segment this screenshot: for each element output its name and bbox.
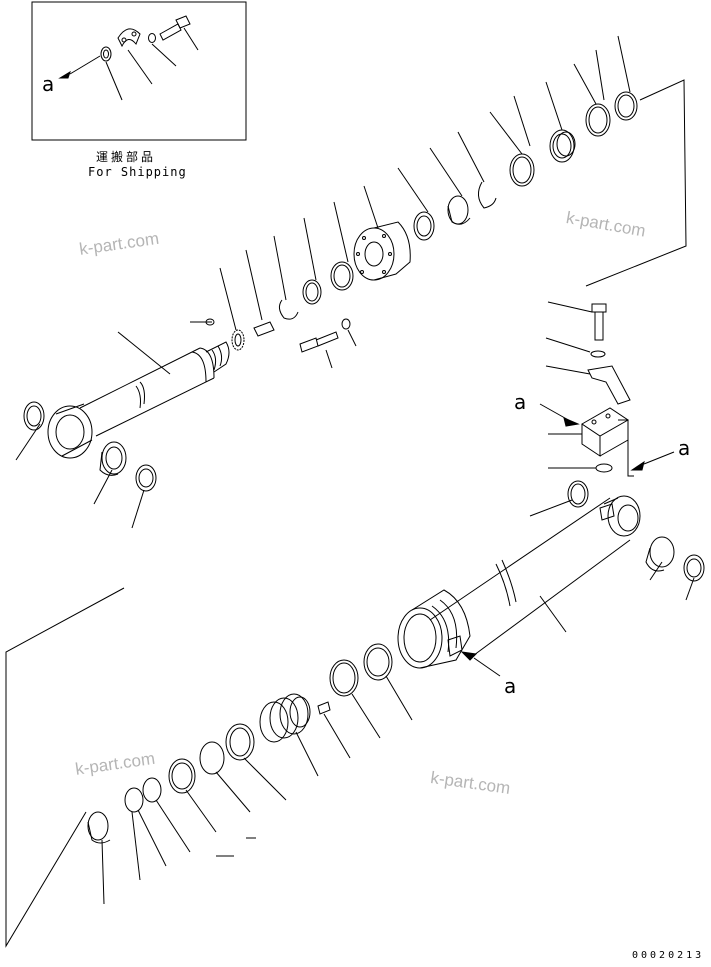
callout-arrow-flange (460, 651, 478, 661)
bracket (587, 365, 631, 405)
wear-ring-2 (168, 758, 196, 794)
rod-dust-seal (135, 464, 157, 492)
shipping-inset (31, 1, 247, 141)
tube-dust-seal (683, 554, 705, 582)
piston-seal (225, 723, 255, 761)
lock-washer (231, 329, 245, 351)
head-seal-1 (413, 211, 435, 241)
cylinder-head (353, 221, 411, 281)
buffer-seal (549, 129, 576, 163)
tube-bushing (645, 536, 675, 572)
cylinder-tube (429, 495, 641, 659)
connector-line-lower (5, 587, 125, 948)
head-seal-2 (509, 153, 535, 187)
callout-line-block (539, 403, 573, 423)
tube-flange (397, 589, 471, 669)
piston-rod (79, 341, 230, 437)
callout-a-block: a (514, 390, 527, 414)
inset-ring-part (100, 46, 112, 62)
inset-leader-lines (69, 27, 199, 101)
inset-arrow (58, 70, 71, 79)
callout-a-flange: a (504, 674, 517, 698)
tube-leader-lines (539, 561, 695, 633)
piston (259, 693, 311, 743)
cushion-ring-1 (142, 777, 162, 803)
inset-clamp-part (117, 28, 141, 48)
rod-end-seal (23, 401, 45, 431)
lower-leader-lines (101, 675, 413, 905)
figure-number: 00020213 (632, 950, 705, 961)
head-bushing (447, 195, 471, 225)
callout-line-flange (473, 657, 501, 677)
connector-line-upper (585, 79, 687, 287)
tube-end-seal (567, 480, 589, 508)
head-bolt (299, 331, 339, 353)
wear-ring-1 (199, 741, 225, 775)
retaining-ring-1 (278, 299, 299, 320)
piston-ring-2 (329, 659, 359, 697)
shipping-label-jp: 運搬部品 (96, 150, 157, 164)
backup-ring (614, 91, 638, 121)
shipping-label-en: For Shipping (88, 165, 187, 179)
inset-callout-a: a (42, 72, 55, 96)
cushion-ring-2 (124, 787, 144, 813)
head-washer (341, 318, 351, 330)
bracket-washer (590, 350, 606, 358)
bracket-bolt (591, 303, 607, 341)
callout-line-side (643, 451, 675, 465)
set-screw (205, 318, 275, 337)
callout-a-side: a (678, 436, 691, 460)
rod-bushing (99, 441, 127, 476)
rod-packing (585, 103, 611, 137)
head-ring-1 (302, 279, 322, 305)
callout-arrow-side (630, 460, 645, 471)
inset-bolt-part (159, 15, 191, 41)
upper-leader-lines (15, 35, 631, 529)
piston-ring-1 (363, 643, 393, 681)
valve-block (581, 407, 629, 457)
inset-washer-part (148, 33, 156, 43)
snap-ring (478, 181, 497, 209)
piston-screw (317, 701, 331, 715)
bracket-leader-lines (529, 301, 634, 517)
head-ring-2 (330, 261, 354, 291)
o-ring (595, 463, 613, 473)
rod-eye (47, 403, 93, 459)
piston-nut (87, 811, 111, 844)
